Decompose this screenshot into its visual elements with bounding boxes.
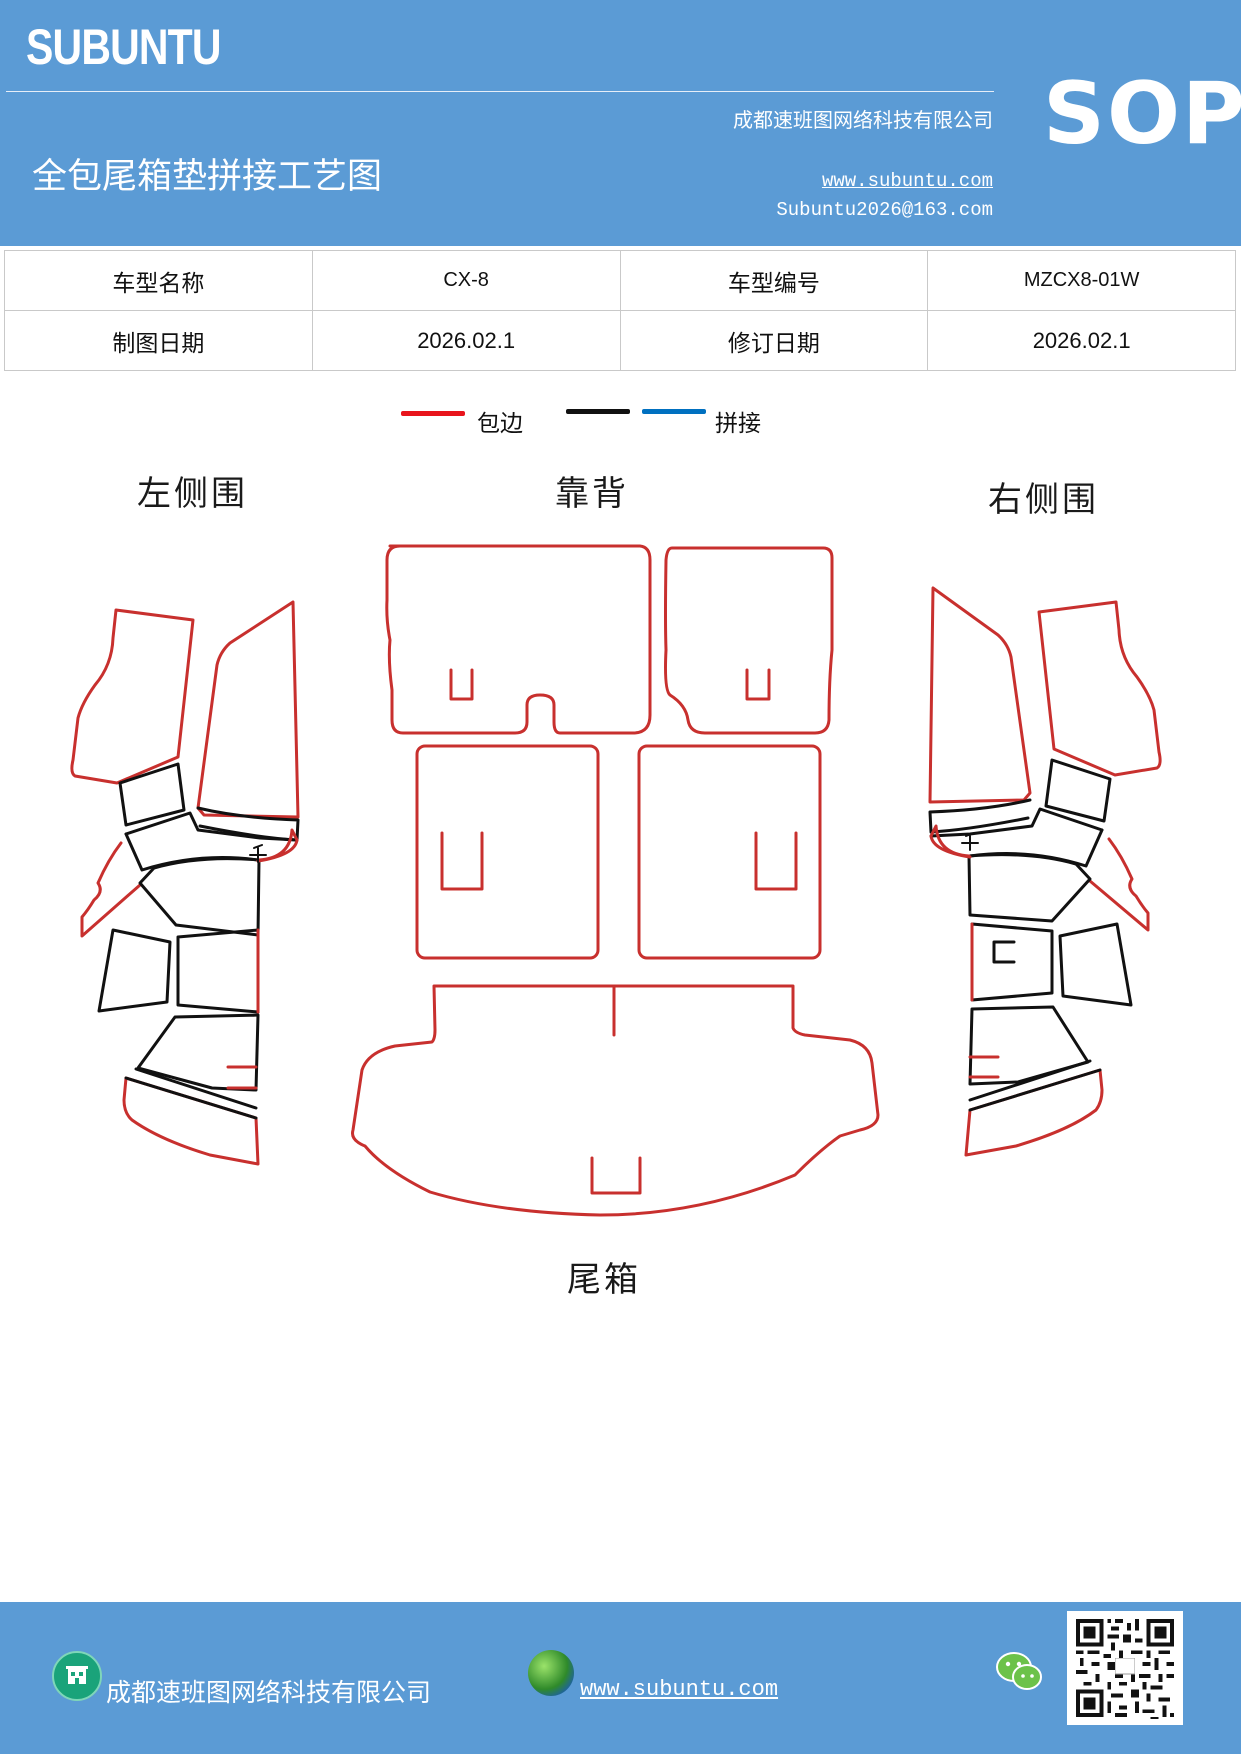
trunk-floor-panel [351, 984, 880, 1217]
trunk-label: 尾箱 [567, 1260, 641, 1300]
legend-seam-label: 拼接 [715, 411, 761, 437]
backrest-lower-right-panel [637, 744, 822, 960]
model-code-value: MZCX8-01W [927, 250, 1236, 311]
left-upper-inner-panel [196, 600, 300, 819]
left-seam-4 [124, 832, 260, 872]
draw-date-value: 2026.02.1 [311, 310, 621, 371]
legend-edge-label: 包边 [477, 411, 523, 437]
wechat-icon[interactable] [995, 1651, 1043, 1693]
backrest-lower-right-notch [754, 831, 798, 891]
left-side-label: 左侧围 [137, 474, 248, 514]
backrest-lower-left-panel [415, 744, 600, 960]
header-banner [0, 0, 1241, 246]
right-seam-8 [968, 1005, 1090, 1086]
right-small-mark [961, 832, 979, 851]
left-side-red-edge [256, 828, 299, 863]
right-seam-4 [968, 828, 1104, 868]
left-seam-6 [97, 928, 172, 1013]
right-side-red-strip [1088, 837, 1150, 932]
model-code-label: 车型编号 [619, 250, 929, 311]
right-seam-5 [967, 853, 1092, 923]
backrest-right-panel [664, 546, 834, 735]
right-upper-outer-panel [1037, 600, 1162, 777]
left-upper-outer-panel [70, 608, 195, 785]
right-seam-3 [929, 807, 1104, 838]
revise-date-value: 2026.02.1 [927, 310, 1236, 371]
model-name-label: 车型名称 [4, 250, 313, 311]
left-bottom-seam [124, 1067, 258, 1120]
globe-icon [528, 1650, 574, 1696]
right-bottom-seam [968, 1059, 1102, 1112]
info-table: 车型名称 CX-8 车型编号 MZCX8-01W 制图日期 2026.02.1 … [4, 250, 1236, 371]
revise-date-label: 修订日期 [619, 310, 929, 371]
right-c-mark [992, 940, 1016, 964]
left-red-marks [226, 928, 260, 1090]
backrest-right-notch [745, 668, 771, 701]
legend-blue-line [642, 409, 706, 414]
sop-label: SOP [1043, 64, 1241, 164]
right-seam-6 [1058, 922, 1133, 1007]
page-title: 全包尾箱垫拼接工艺图 [32, 157, 383, 197]
right-bottom-panel [964, 1068, 1104, 1157]
right-red-marks [968, 922, 1000, 1079]
right-side-red-edge [929, 824, 972, 859]
header-divider [6, 91, 994, 92]
trunk-notch [590, 1156, 642, 1195]
backrest-lower-left-notch [440, 831, 484, 891]
right-seam-1 [1044, 758, 1112, 823]
qr-code[interactable] [1067, 1611, 1183, 1725]
left-bottom-panel [122, 1076, 260, 1166]
backrest-label: 靠背 [555, 474, 629, 514]
draw-date-label: 制图日期 [4, 310, 313, 371]
table-row: 车型名称 CX-8 车型编号 MZCX8-01W [4, 250, 1236, 311]
table-row: 制图日期 2026.02.1 修订日期 2026.02.1 [4, 310, 1236, 371]
left-seam-1 [118, 762, 186, 827]
legend-black-line [566, 409, 630, 414]
header-url-link[interactable]: www.subuntu.com [821, 170, 993, 192]
right-seam-2 [928, 798, 1032, 834]
model-name-value: CX-8 [311, 250, 621, 311]
footer-url-link[interactable]: www.subuntu.com [580, 1677, 779, 1702]
left-seam-7 [176, 928, 260, 1014]
right-upper-inner-panel [928, 586, 1032, 804]
footer-company: 成都速班图网络科技有限公司 [106, 1678, 432, 1707]
right-side-label: 右侧围 [988, 480, 1099, 520]
backrest-left-notch [449, 668, 474, 701]
left-seam-5 [138, 857, 261, 937]
header-email[interactable]: Subuntu2026@163.com [776, 199, 993, 221]
building-icon [52, 1651, 102, 1701]
left-small-mark [249, 844, 267, 863]
left-seam-2 [196, 806, 300, 842]
left-side-red-strip [80, 841, 142, 938]
brand-logo: SUBUNTU [26, 19, 222, 75]
backrest-left-panel [385, 544, 652, 735]
left-seam-3 [124, 811, 299, 842]
left-seam-8 [136, 1013, 260, 1092]
legend-red-line [401, 411, 465, 416]
header-company: 成都速班图网络科技有限公司 [733, 108, 993, 132]
